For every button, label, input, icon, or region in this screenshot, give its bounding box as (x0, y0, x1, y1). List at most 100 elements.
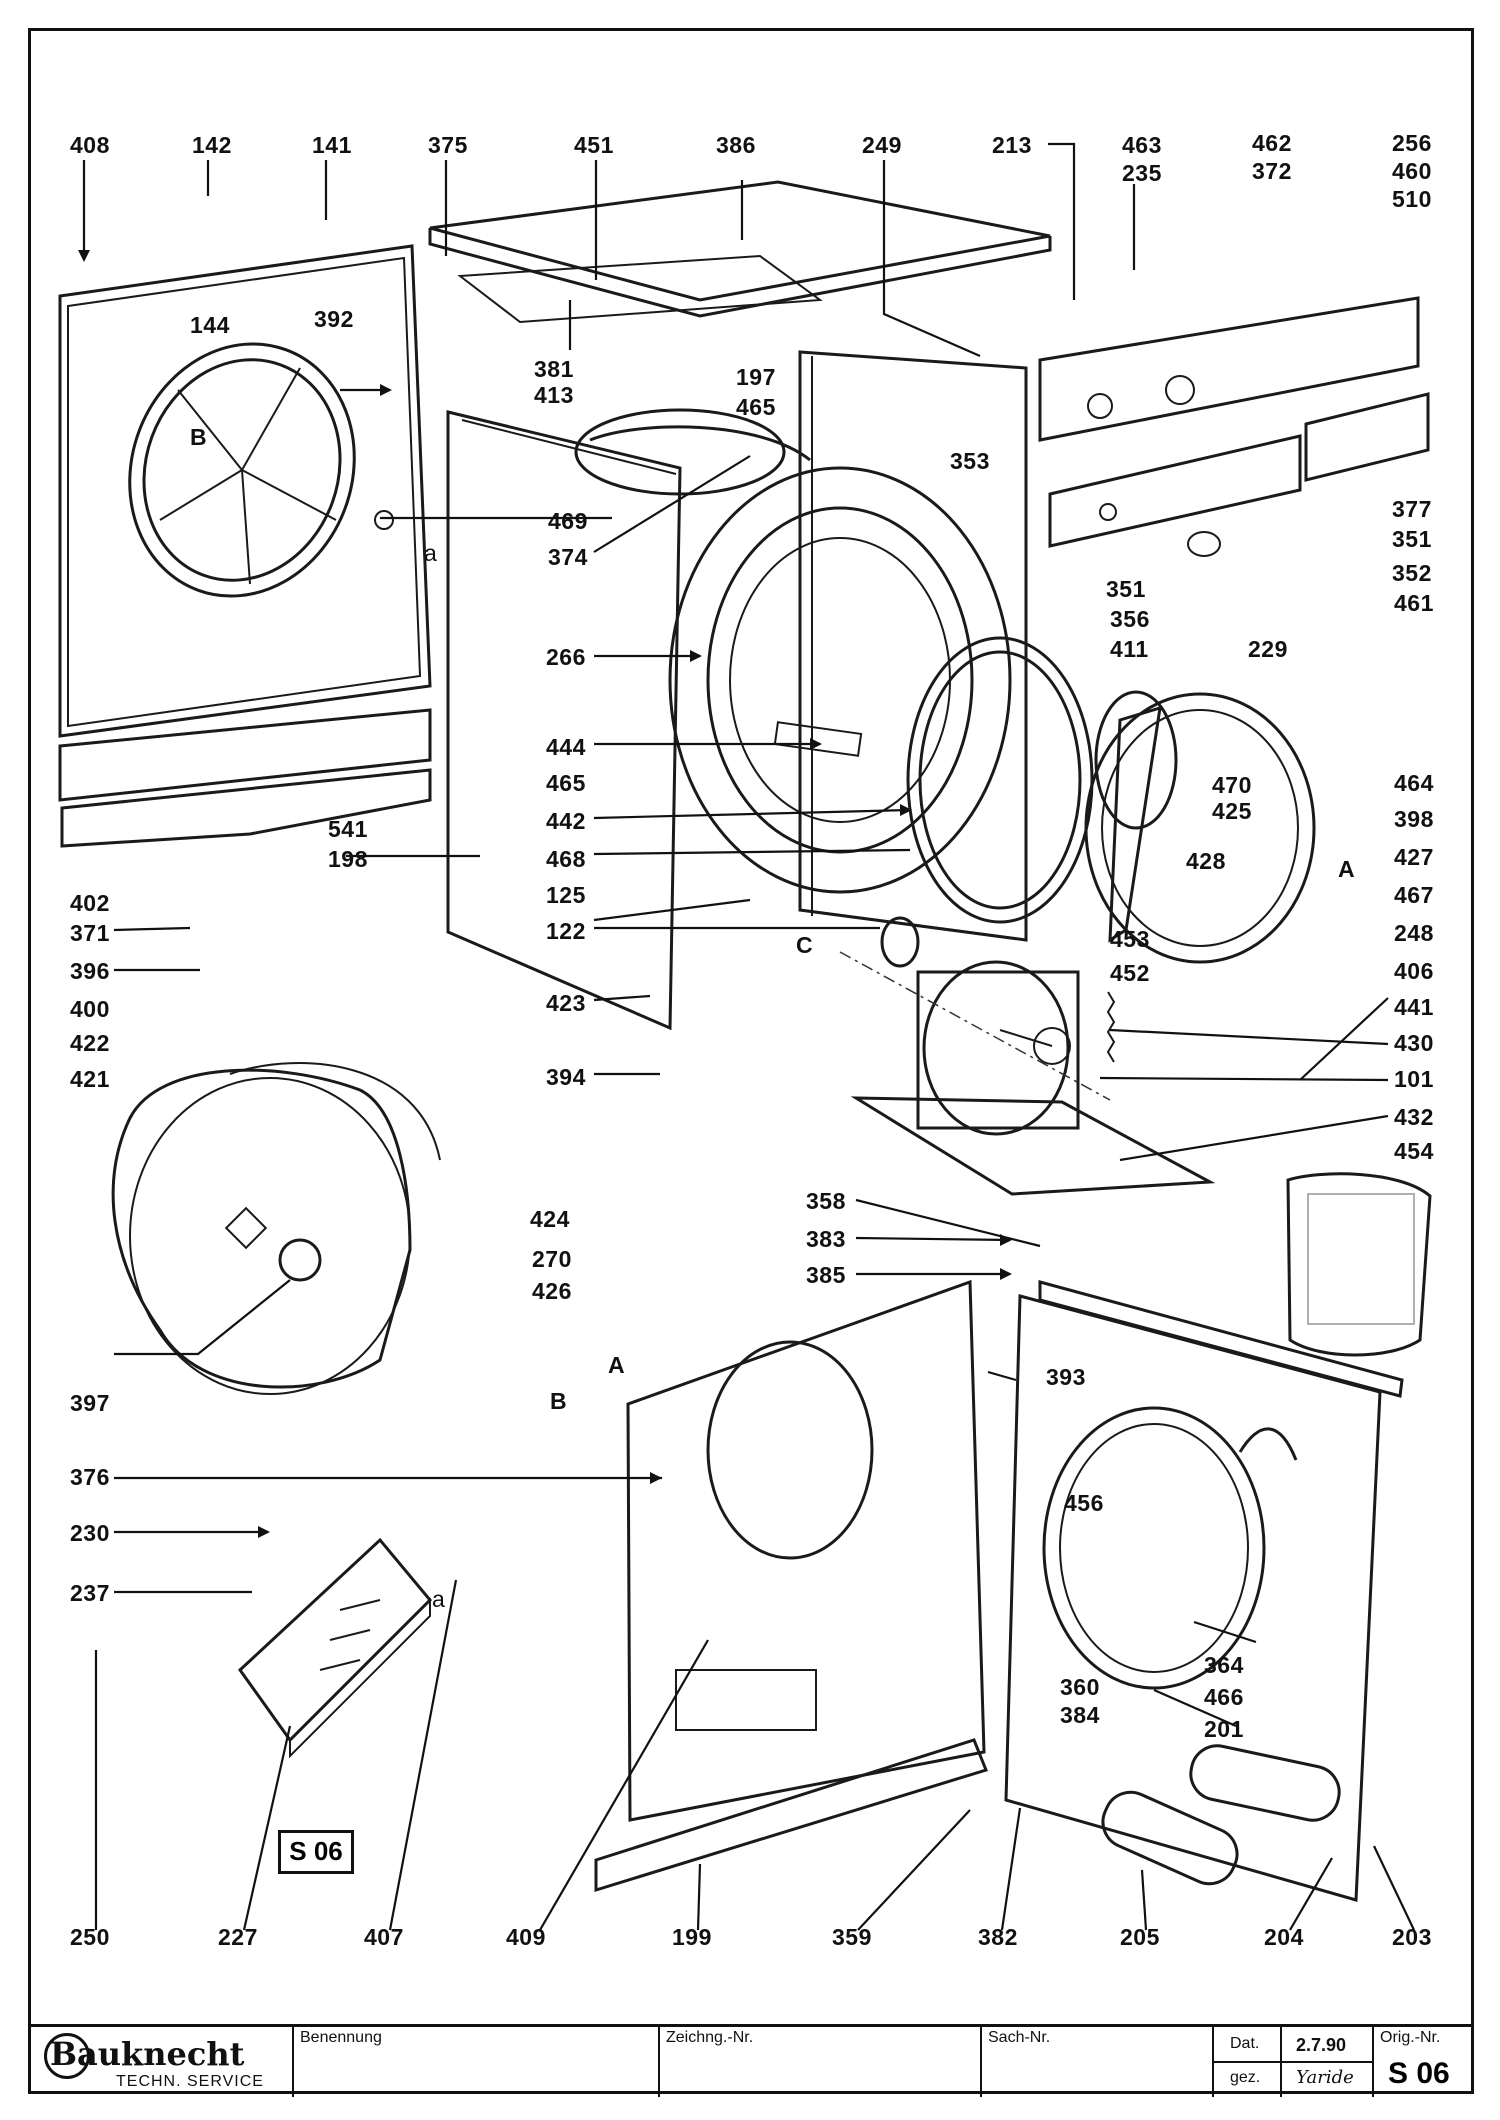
callout-205: 205 (1120, 1924, 1160, 1950)
callout-142: 142 (192, 132, 232, 158)
date-col-divider (1280, 2027, 1282, 2097)
callout-444: 444 (546, 734, 586, 760)
callout-432: 432 (1394, 1104, 1434, 1130)
motor (839, 916, 1216, 1196)
date-divider (1214, 2061, 1374, 2063)
leader-lines (82, 142, 1415, 1931)
callout-353: 353 (950, 448, 990, 474)
callout-451: 451 (574, 132, 614, 158)
callout-270: 270 (532, 1246, 572, 1272)
reference-letter-B: B (190, 424, 208, 450)
callout-229: 229 (1248, 636, 1288, 662)
callout-141: 141 (312, 132, 352, 158)
callout-400: 400 (70, 996, 110, 1022)
callout-456: 456 (1064, 1490, 1104, 1516)
date-cell: Dat. 2.7.90 gez. Yaride (1212, 2027, 1374, 2097)
orig-cell: Orig.-Nr. S 06 (1372, 2027, 1474, 2097)
side-panel (446, 410, 682, 1031)
callout-372: 372 (1252, 158, 1292, 184)
callout-144: 144 (190, 312, 230, 338)
callout-396: 396 (70, 958, 110, 984)
callout-235: 235 (1122, 160, 1162, 186)
benennung-label: Benennung (300, 2029, 382, 2046)
reference-letter-B-lower: B (550, 1388, 568, 1414)
callout-409: 409 (506, 1924, 546, 1950)
reference-letter-A-lower: A (608, 1352, 626, 1378)
callout-426: 426 (532, 1278, 572, 1304)
callout-266: 266 (546, 644, 586, 670)
frame (798, 350, 1028, 942)
callout-198: 198 (328, 846, 368, 872)
brand-wordmark: Bauknecht (50, 2035, 245, 2073)
brand-subtitle: TECHN. SERVICE (116, 2073, 264, 2090)
callout-406: 406 (1394, 958, 1434, 984)
callout-469: 469 (548, 508, 588, 534)
callout-541: 541 (328, 816, 368, 842)
callout-464: 464 (1394, 770, 1434, 796)
callout-256: 256 (1392, 130, 1432, 156)
callout-385: 385 (806, 1262, 846, 1288)
callout-392: 392 (314, 306, 354, 332)
callout-430: 430 (1394, 1030, 1434, 1056)
gez-value: Yaride (1296, 2067, 1354, 2088)
callout-250: 250 (70, 1924, 110, 1950)
sheet-reference-box: S 06 (278, 1830, 354, 1874)
drawing-frame (28, 28, 1474, 2094)
callout-393: 393 (1046, 1364, 1086, 1390)
callout-356: 356 (1110, 606, 1150, 632)
brand-cell: Bauknecht TECHN. SERVICE (28, 2027, 292, 2097)
callout-427: 427 (1394, 844, 1434, 870)
callout-411: 411 (1110, 636, 1149, 662)
callout-463: 463 (1122, 132, 1162, 158)
callout-453: 453 (1110, 926, 1150, 952)
callout-423: 423 (546, 990, 586, 1016)
callout-470: 470 (1212, 772, 1252, 798)
callout-204: 204 (1264, 1924, 1304, 1950)
callout-383: 383 (806, 1226, 846, 1252)
callout-428: 428 (1186, 848, 1226, 874)
zeichnung-label: Zeichng.-Nr. (666, 2029, 754, 2046)
callout-408: 408 (70, 132, 110, 158)
callout-122: 122 (546, 918, 586, 944)
orig-label: Orig.-Nr. (1380, 2029, 1441, 2046)
front-panel (594, 1279, 988, 1893)
callout-461: 461 (1394, 590, 1434, 616)
brand-logo-icon (44, 2033, 90, 2079)
callout-374: 374 (548, 544, 588, 570)
dat-label: Dat. (1230, 2035, 1260, 2052)
title-block: Bauknecht TECHN. SERVICE Benennung Zeich… (28, 2024, 1474, 2097)
callout-199: 199 (672, 1924, 712, 1950)
callout-358: 358 (806, 1188, 846, 1214)
callout-352: 352 (1392, 560, 1432, 586)
callout-441: 441 (1394, 994, 1434, 1020)
callout-125: 125 (546, 882, 586, 908)
callout-454: 454 (1394, 1138, 1434, 1164)
callout-425: 425 (1212, 798, 1252, 824)
callout-442: 442 (546, 808, 586, 834)
callout-407: 407 (364, 1924, 404, 1950)
callout-394: 394 (546, 1064, 586, 1090)
drum (574, 408, 1012, 894)
gez-label: gez. (1230, 2069, 1261, 2086)
reference-letter-a-lower: a (432, 1586, 446, 1612)
callout-468: 468 (546, 846, 586, 872)
reference-letter-a: a (424, 540, 438, 566)
reference-letter-A: A (1338, 856, 1356, 882)
zeichnung-cell: Zeichng.-Nr. (658, 2027, 980, 2097)
callout-462: 462 (1252, 130, 1292, 156)
callout-249: 249 (862, 132, 902, 158)
callout-465a: 465 (736, 394, 776, 420)
callout-421: 421 (70, 1066, 110, 1092)
callout-359: 359 (832, 1924, 872, 1950)
benennung-cell: Benennung (292, 2027, 658, 2097)
reference-letter-C: C (796, 932, 814, 958)
heater-box (238, 1537, 433, 1759)
callout-422: 422 (70, 1030, 110, 1056)
callout-101: 101 (1394, 1066, 1434, 1092)
callout-364: 364 (1204, 1652, 1244, 1678)
callout-424: 424 (530, 1206, 570, 1232)
callout-382: 382 (978, 1924, 1018, 1950)
callout-197: 197 (736, 364, 776, 390)
callout-230: 230 (70, 1520, 110, 1546)
